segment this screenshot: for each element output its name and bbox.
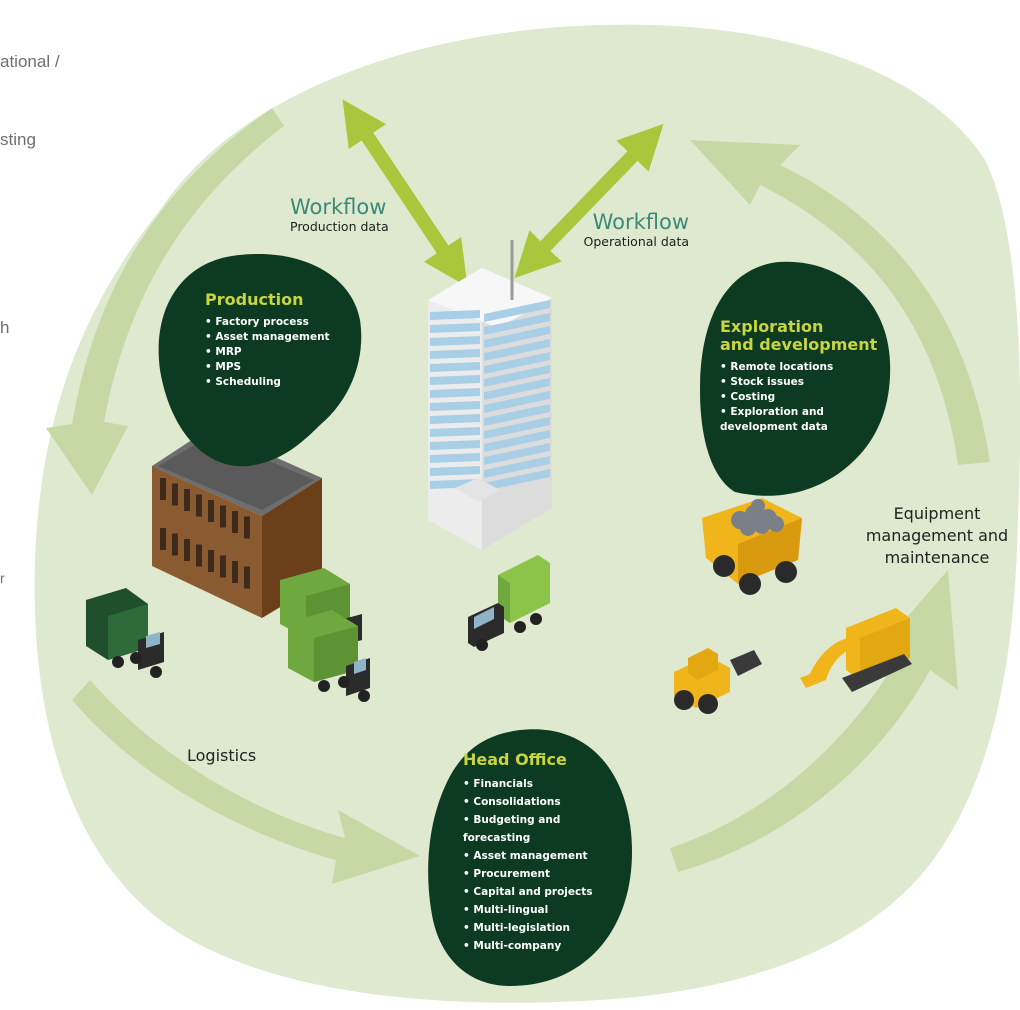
- exploration-item: Exploration and development data: [720, 405, 838, 435]
- production-list: Factory process Asset management MRP MPS…: [205, 315, 355, 390]
- exploration-content: Exploration and development Remote locat…: [720, 318, 880, 435]
- head-office-item: Multi-company: [463, 937, 628, 955]
- workflow-left-label: Workflow Production data: [290, 195, 389, 234]
- head-office-item: Multi-legislation: [463, 919, 628, 937]
- production-item: MPS: [205, 360, 355, 375]
- equipment-label-line-2: management and: [865, 526, 1009, 545]
- production-item: Asset management: [205, 330, 355, 345]
- workflow-right-label: Workflow Operational data: [581, 210, 689, 249]
- cycle-arrow-top-right: [690, 140, 990, 465]
- head-office-content: Head Office Financials Consolidations Bu…: [463, 751, 628, 955]
- left-fragment-3: h: [0, 318, 10, 337]
- truck-center: [468, 555, 550, 651]
- head-office-item: Procurement: [463, 865, 628, 883]
- cycle-arrow-top-left: [46, 108, 284, 495]
- cycle-arrow-bottom-left: [72, 680, 420, 884]
- left-fragment-1: ational /: [0, 52, 60, 71]
- production-content: Production Factory process Asset managem…: [205, 291, 355, 390]
- production-item: Scheduling: [205, 375, 355, 390]
- exploration-item: Stock issues: [720, 375, 838, 390]
- exploration-title-1: Exploration: [720, 317, 824, 336]
- workflow-left-title: Workflow: [290, 195, 387, 219]
- wheel-loader-illustration: [674, 648, 762, 714]
- equipment-label-line-3: maintenance: [884, 548, 990, 567]
- head-office-list: Financials Consolidations Budgeting and …: [463, 775, 628, 955]
- workflow-left-subtitle: Production data: [290, 219, 389, 234]
- production-item: MRP: [205, 345, 355, 360]
- head-office-item: Budgeting and forecasting: [463, 811, 628, 847]
- dump-truck-illustration: [702, 498, 802, 595]
- workflow-arrow-right: [514, 123, 664, 279]
- exploration-item: Costing: [720, 390, 838, 405]
- head-office-title: Head Office: [463, 750, 567, 769]
- exploration-title-2: and development: [720, 335, 878, 354]
- equipment-label: Equipment management and maintenance: [862, 503, 1012, 569]
- production-item: Factory process: [205, 315, 355, 330]
- workflow-arrow-left: [342, 99, 468, 287]
- workflow-right-title: Workflow: [592, 210, 689, 234]
- factory-illustration: [152, 428, 322, 618]
- head-office-item: Financials: [463, 775, 628, 793]
- truck-left: [86, 588, 164, 678]
- logistics-label: Logistics: [187, 746, 257, 765]
- production-title: Production: [205, 290, 304, 309]
- excavator-illustration: [800, 608, 912, 692]
- head-office-item: Consolidations: [463, 793, 628, 811]
- workflow-right-subtitle: Operational data: [583, 234, 689, 249]
- exploration-list: Remote locations Stock issues Costing Ex…: [720, 360, 838, 435]
- head-office-item: Multi-lingual: [463, 901, 628, 919]
- equipment-label-line-1: Equipment: [893, 504, 981, 523]
- office-building-illustration: [428, 240, 552, 550]
- left-fragment-4: r: [0, 570, 5, 586]
- head-office-item: Capital and projects: [463, 883, 628, 901]
- head-office-item: Asset management: [463, 847, 628, 865]
- left-fragment-2: sting: [0, 130, 36, 149]
- exploration-item: Remote locations: [720, 360, 838, 375]
- truck-factory-2: [288, 610, 370, 702]
